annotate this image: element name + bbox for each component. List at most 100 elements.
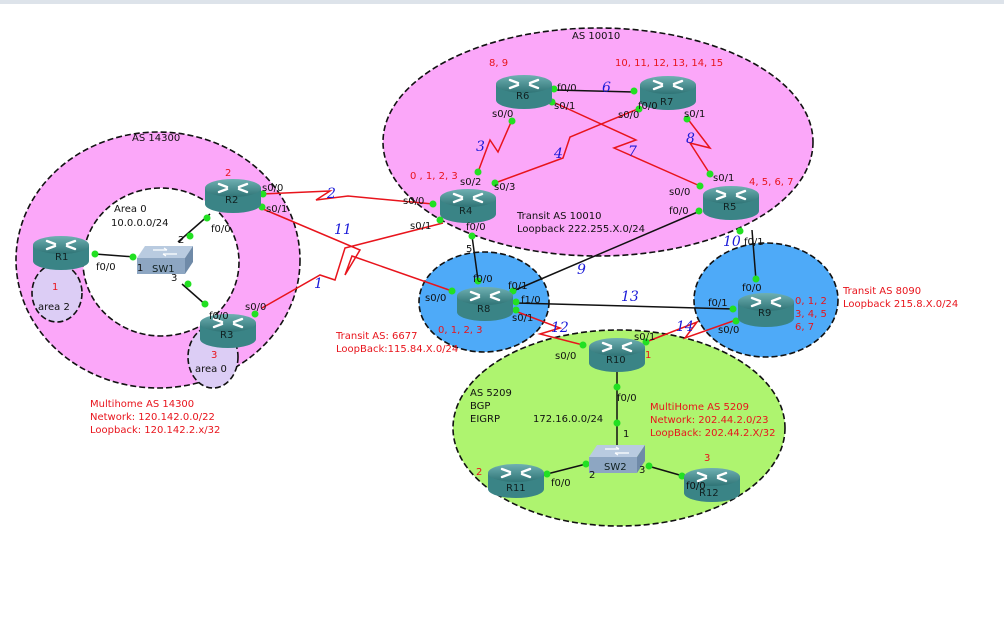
link-number: 6 bbox=[602, 80, 611, 96]
interface-label: s0/0 bbox=[262, 183, 283, 194]
as10010-label: AS 10010 bbox=[572, 31, 620, 42]
interface-label: f0/1 bbox=[744, 237, 764, 248]
as5209-info: MultiHome AS 5209 bbox=[650, 402, 749, 413]
interface-label: f0/0 bbox=[557, 83, 577, 94]
switch-sw1[interactable]: SW1 bbox=[136, 245, 194, 275]
router-label: R3 bbox=[220, 330, 233, 341]
interface-dots bbox=[91, 85, 760, 480]
area2-zone bbox=[31, 263, 83, 323]
interface-label: s0/1 bbox=[512, 313, 533, 324]
window-top-edge bbox=[0, 0, 1004, 4]
link-7-r6-r5[interactable] bbox=[552, 101, 701, 187]
interface-label: 1 bbox=[623, 429, 629, 440]
interface-label: s0/0 bbox=[245, 302, 266, 313]
r10-number: 1 bbox=[645, 350, 651, 361]
r5-numbers: 4, 5, 6, 7 bbox=[749, 177, 794, 188]
r3-number: 3 bbox=[211, 350, 217, 361]
area0-label: Area 0 bbox=[114, 204, 147, 215]
router-r11[interactable]: R11 bbox=[486, 462, 546, 500]
as8090-info: Transit AS 8090 bbox=[842, 286, 921, 297]
interface-label: s0/1 bbox=[266, 204, 287, 215]
interface-label: f0/0 bbox=[551, 478, 571, 489]
router-label: R9 bbox=[758, 308, 771, 319]
link-number: 4 bbox=[553, 146, 563, 162]
link-number: 3 bbox=[476, 139, 485, 155]
router-r10[interactable]: R10 bbox=[587, 336, 647, 374]
area2-label: area 2 bbox=[38, 302, 70, 313]
link-14-r10-r9[interactable] bbox=[645, 319, 737, 343]
link-4-r7-r4[interactable] bbox=[494, 107, 641, 184]
serial-links bbox=[261, 101, 737, 346]
link-9-r5-r8[interactable] bbox=[512, 210, 701, 292]
interface-label: f0/1 bbox=[508, 281, 528, 292]
r2-number: 2 bbox=[225, 168, 231, 179]
interface-label: s0/1 bbox=[634, 332, 655, 343]
as10010-info: Transit AS 10010 bbox=[516, 211, 601, 222]
r6-numbers: 8, 9 bbox=[489, 58, 508, 69]
link-8-r7-r5[interactable] bbox=[686, 117, 712, 175]
link-10-r5-r9[interactable] bbox=[751, 229, 757, 281]
as5209-bgp: BGP bbox=[470, 401, 490, 412]
as5209-loopback: LoopBack: 202.44.2.X/32 bbox=[650, 428, 775, 439]
router-r1[interactable]: R1 bbox=[31, 234, 91, 272]
link-11-r2-r8[interactable] bbox=[262, 208, 453, 292]
router-r8[interactable]: R8 bbox=[455, 285, 515, 323]
interface-label: 2 bbox=[178, 235, 184, 246]
as14300-label: AS 14300 bbox=[132, 133, 180, 144]
as5209-eigrp: EIGRP bbox=[470, 414, 500, 425]
interface-label: s0/0 bbox=[555, 351, 576, 362]
router-label: R2 bbox=[225, 195, 238, 206]
link-5-r4-r8[interactable] bbox=[471, 235, 479, 281]
interface-label: f0/0 bbox=[466, 222, 486, 233]
interface-label: s0/0 bbox=[618, 110, 639, 121]
router-r9[interactable]: R9 bbox=[736, 291, 796, 329]
r11-number: 2 bbox=[476, 467, 482, 478]
interface-label: s0/2 bbox=[460, 177, 481, 188]
interface-label: s0/0 bbox=[425, 293, 446, 304]
r8-numbers: 0, 1, 2, 3 bbox=[438, 325, 483, 336]
as14300-loopback: Loopback: 120.142.2.x/32 bbox=[90, 425, 220, 436]
link-3-r6-r4[interactable] bbox=[477, 119, 513, 173]
router-r7[interactable]: R7 bbox=[638, 74, 698, 112]
router-r5[interactable]: R5 bbox=[701, 184, 761, 222]
link-r1-sw1[interactable] bbox=[94, 253, 136, 258]
link-12-r8-r10[interactable] bbox=[514, 310, 584, 346]
r9-numbers: 3, 4, 5 bbox=[795, 309, 827, 320]
r9-numbers: 0, 1, 2 bbox=[795, 296, 827, 307]
area0-r3-label: area 0 bbox=[195, 364, 227, 375]
interface-label: s0/0 bbox=[718, 325, 739, 336]
interface-labels: f0/0 1 2 3 f0/0 f0/0 s0/0 s0/1 s0/0 s0/0… bbox=[96, 83, 764, 492]
link-2-r2-r4[interactable] bbox=[261, 190, 434, 205]
link-number: 12 bbox=[551, 320, 569, 336]
interface-label: 3 bbox=[639, 465, 645, 476]
router-r2[interactable]: R2 bbox=[203, 177, 263, 215]
interface-label: s0/1 bbox=[684, 109, 705, 120]
as5209-network-info: Network: 202.44.2.0/23 bbox=[650, 415, 768, 426]
r4-numbers: 0 , 1, 2, 3 bbox=[410, 171, 458, 182]
switch-sw2[interactable]: SW2 bbox=[588, 444, 646, 474]
r1-number: 1 bbox=[52, 282, 58, 293]
link-13-r8-r9[interactable] bbox=[515, 302, 735, 310]
router-label: R10 bbox=[606, 355, 626, 366]
link-numbers: 1 2 3 4 6 7 8 9 10 11 12 13 14 bbox=[314, 80, 741, 336]
router-r3[interactable]: R3 bbox=[198, 312, 258, 350]
router-label: R11 bbox=[506, 483, 526, 494]
link-sw2-r12[interactable] bbox=[647, 465, 684, 477]
link-sw2-r11[interactable] bbox=[546, 463, 587, 475]
router-label: R6 bbox=[516, 91, 529, 102]
interface-label: 3 bbox=[171, 273, 177, 284]
interface-label: f0/0 bbox=[617, 393, 637, 404]
as6677-loopback: LoopBack:115.84.X.0/24 bbox=[336, 344, 458, 355]
as10010-loopback: Loopback 222.255.X.0/24 bbox=[517, 224, 645, 235]
interface-label: s0/1 bbox=[410, 221, 431, 232]
interface-label: s0/0 bbox=[403, 196, 424, 207]
router-r6[interactable]: R6 bbox=[494, 73, 554, 111]
link-6-r6-r7[interactable] bbox=[554, 89, 635, 93]
switch-label: SW1 bbox=[152, 264, 175, 275]
as8090-loopback: Loopback 215.8.X.0/24 bbox=[843, 299, 958, 310]
router-r12[interactable]: R12 bbox=[682, 466, 742, 504]
link-1-r3-r4[interactable] bbox=[261, 222, 444, 309]
interface-label: f0/1 bbox=[708, 298, 728, 309]
router-r4[interactable]: R4 bbox=[438, 187, 498, 225]
